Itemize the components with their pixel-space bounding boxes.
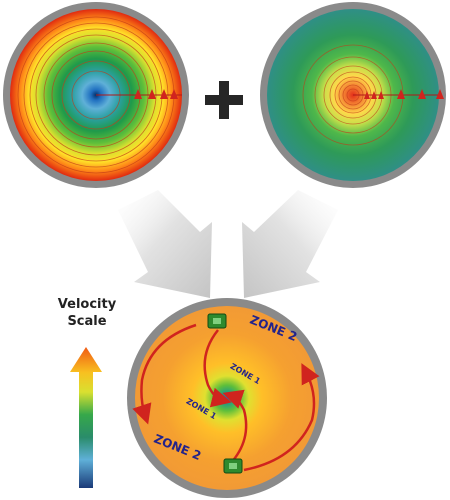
flow-arrow-outer-right	[243, 363, 320, 472]
nozzle-icon	[207, 313, 243, 474]
velocity-scale-line2: Scale	[67, 314, 107, 329]
left-disk-velocity-arrows	[134, 89, 178, 99]
downward-arrow-icon	[118, 190, 338, 298]
right-disk	[260, 2, 446, 188]
left-disk	[3, 2, 189, 188]
flow-arrow-inner-bottom	[222, 389, 248, 465]
plus-icon	[205, 81, 243, 119]
right-disk-velocity-arrows	[364, 89, 444, 99]
flow-arrow-outer-left	[132, 323, 197, 425]
velocity-scale-line1: Velocity	[57, 297, 117, 312]
velocity-scale-bar	[70, 347, 102, 488]
combined-disk: ZONE 2 ZONE 2 ZONE 1 ZONE 1	[127, 298, 327, 498]
flow-arrow-inner-top	[203, 329, 232, 408]
velocity-scale-title: Velocity Scale	[48, 296, 126, 330]
